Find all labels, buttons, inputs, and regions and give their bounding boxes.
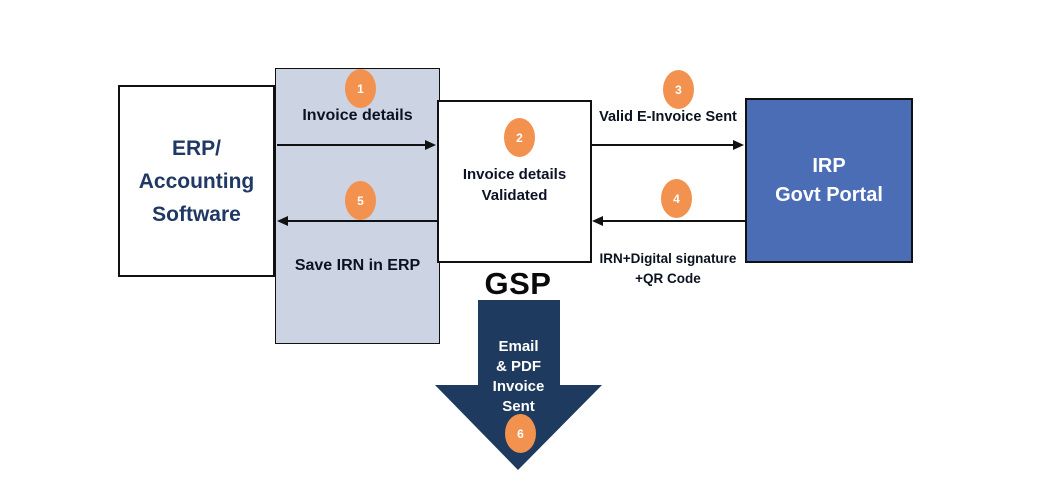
irp-node-label: IRP Govt Portal [775, 152, 883, 210]
step-6-badge: 6 [505, 414, 536, 453]
download-label-line3: Invoice [492, 378, 545, 395]
step-2-badge: 2 [504, 118, 535, 157]
step-5-badge: 5 [345, 181, 376, 220]
save-irn-label: Save IRN in ERP [294, 257, 421, 274]
validator-label-line1: Invoice details [462, 166, 567, 183]
validator-label-line2: Validated [481, 187, 548, 204]
erp-label-line3: Software [152, 202, 241, 226]
step-3-badge: 3 [663, 70, 694, 109]
valid-einvoice-label: Valid E-Invoice Sent [599, 109, 737, 125]
arrow-erp-to-validator-line [277, 144, 427, 146]
gsp-caption: GSP [484, 266, 552, 301]
download-label-line4: Sent [502, 398, 535, 415]
arrow-irp-to-validator-head-icon [592, 216, 603, 226]
erp-node: ERP/ Accounting Software [118, 85, 275, 277]
irn-signature-label-line2: +QR Code [635, 271, 701, 286]
arrow-validator-to-erp-head-icon [277, 216, 288, 226]
arrow-validator-to-irp-line [592, 144, 734, 146]
arrow-validator-to-erp-line [288, 220, 437, 222]
arrow-irp-to-validator-line [603, 220, 745, 222]
irn-signature-label: IRN+Digital signature +QR Code [582, 249, 754, 289]
invoice-details-label: Invoice details [302, 107, 413, 124]
download-label-line2: & PDF [496, 358, 541, 375]
download-arrow-label: Email & PDF Invoice Sent [436, 337, 601, 417]
step-4-badge: 4 [661, 179, 692, 218]
arrow-erp-to-validator-head-icon [425, 140, 436, 150]
erp-node-label: ERP/ Accounting Software [139, 132, 255, 231]
irp-label-line2: Govt Portal [775, 183, 883, 206]
erp-label-line1: ERP/ [171, 136, 221, 160]
download-label-line1: Email [498, 338, 539, 355]
irp-label-line1: IRP [812, 154, 846, 177]
irp-node: IRP Govt Portal [745, 98, 913, 263]
arrow-validator-to-irp-head-icon [733, 140, 744, 150]
irn-signature-label-line1: IRN+Digital signature [599, 251, 737, 266]
validator-node-label: Invoice details Validated [439, 164, 590, 206]
step-1-badge: 1 [345, 69, 376, 108]
erp-label-line2: Accounting [138, 169, 255, 193]
